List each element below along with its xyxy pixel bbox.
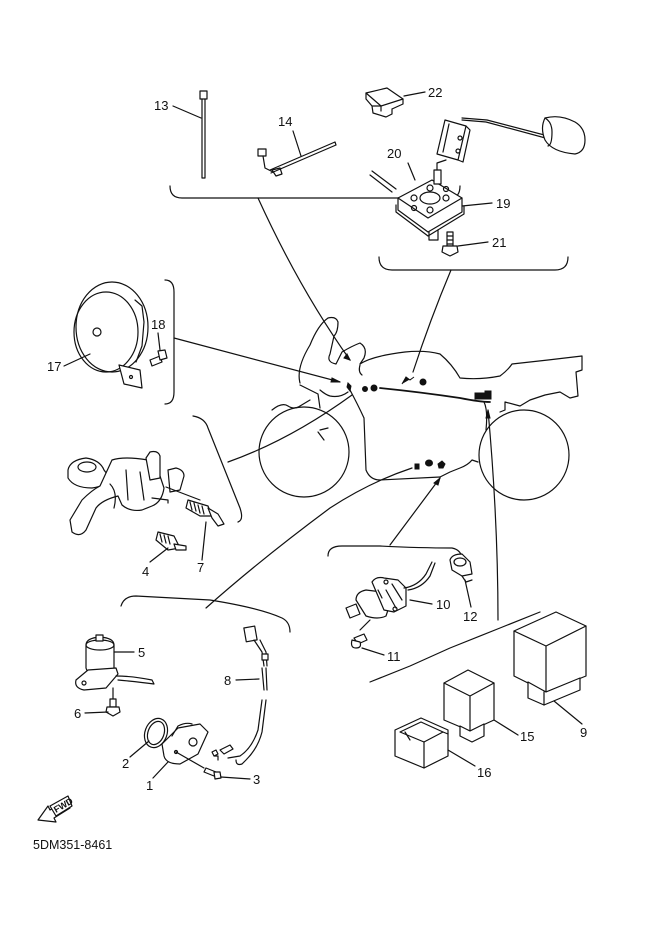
label-20: 20 (387, 146, 401, 161)
group-thermostat: 7 4 (67, 394, 353, 579)
bolt-icon (203, 767, 222, 780)
pointer-line (257, 197, 351, 361)
fuel-sender-icon (369, 159, 465, 241)
label-13: 13 (154, 98, 168, 113)
label-3: 3 (253, 772, 260, 787)
thermo-unit-icon (165, 486, 225, 527)
pointer-line (227, 394, 353, 463)
marker-dot (370, 384, 378, 392)
label-10: 10 (436, 597, 450, 612)
cap-icon (365, 87, 404, 118)
bolt-icon (441, 231, 459, 257)
relay-small-icon (443, 669, 495, 743)
marker-horn (346, 382, 352, 393)
label-7: 7 (197, 560, 204, 575)
switch-housing-icon (161, 722, 209, 769)
label-6: 6 (74, 706, 81, 721)
sensor-lead-icon (211, 625, 269, 766)
group-horn: 17 18 (47, 279, 341, 405)
horn-bolt-icon (149, 349, 168, 367)
group-relays: 9 15 16 (369, 409, 587, 780)
screw-icon (350, 633, 368, 649)
marker-lower (414, 463, 420, 470)
label-5: 5 (138, 645, 145, 660)
label-12: 12 (463, 609, 477, 624)
fuel-float-icon (461, 116, 586, 155)
label-18: 18 (151, 317, 165, 332)
group-brace (192, 415, 243, 523)
temperature-sender-icon (155, 531, 187, 551)
horn-icon (73, 281, 149, 389)
label-14: 14 (278, 114, 292, 129)
pointer-line (389, 477, 441, 546)
clamp-icon (449, 553, 473, 583)
label-11: 11 (387, 649, 401, 664)
relay-large-icon (513, 611, 587, 706)
solenoid-icon (75, 634, 155, 691)
sender-plate-icon (436, 119, 471, 163)
label-17: 17 (47, 359, 61, 374)
label-2: 2 (122, 756, 129, 771)
label-16: 16 (477, 765, 491, 780)
label-19: 19 (496, 196, 510, 211)
label-1: 1 (146, 778, 153, 793)
label-15: 15 (520, 729, 534, 744)
label-8: 8 (224, 673, 231, 688)
group-brace (369, 611, 541, 683)
label-22: 22 (428, 85, 442, 100)
front-wheel (258, 406, 350, 498)
bracket-lead-icon (257, 141, 337, 177)
marker-relays (474, 392, 480, 400)
marker-dot (362, 386, 368, 392)
label-21: 21 (492, 235, 506, 250)
diagram-code: 5DM351-8461 (33, 838, 112, 852)
thermostat-housing-icon (67, 450, 185, 536)
pointer-line (487, 409, 499, 621)
cable-tie-icon (199, 90, 208, 179)
rear-wheel (478, 409, 570, 501)
pointer-line (205, 467, 413, 609)
forward-direction-arrow: FWD (37, 795, 75, 823)
bolt-icon (105, 687, 121, 717)
motorcycle-outline (258, 316, 583, 501)
label-4: 4 (142, 564, 149, 579)
group-brace (327, 545, 463, 561)
marker-sender (401, 376, 415, 385)
label-9: 9 (580, 725, 587, 740)
pointer-line (412, 269, 452, 373)
pointer-line (173, 337, 341, 383)
group-brace (164, 279, 175, 405)
group-sensor-assembly: 10 11 12 (327, 476, 477, 664)
group-solenoid-switch: 5 6 2 1 3 (74, 467, 413, 793)
o-ring-icon (143, 717, 169, 749)
group-fuel-sender: 22 (365, 85, 586, 373)
group-brace (120, 595, 291, 633)
sensor-assembly-icon (345, 561, 436, 631)
group-brace (378, 256, 569, 271)
relay-cover-icon (394, 717, 449, 769)
